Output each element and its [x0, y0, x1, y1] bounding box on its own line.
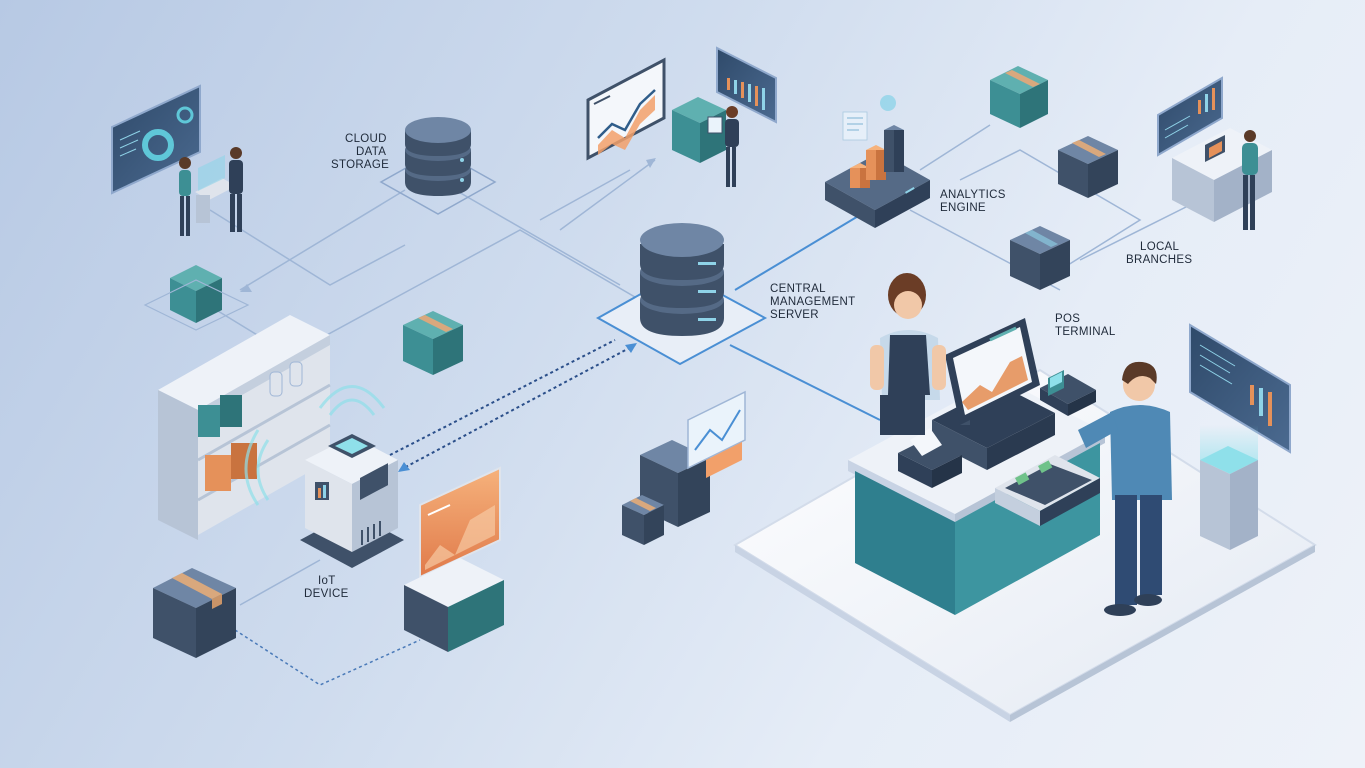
analytics-label-line1: ANALYTICS — [940, 189, 1006, 201]
arrow-head-icon — [398, 462, 410, 472]
arrow-head-icon — [240, 284, 252, 292]
kiosk-stand — [195, 155, 236, 223]
server-stack-icon — [640, 223, 724, 336]
arrow-head-icon — [625, 343, 637, 353]
link-left-box — [199, 229, 641, 356]
analytics-doc-icon — [842, 95, 896, 141]
cloud-platform — [379, 149, 497, 215]
arrow-heads — [240, 158, 656, 472]
cloud-label-line1: CLOUD — [345, 133, 387, 145]
right-branch-scene — [1172, 128, 1272, 230]
iot-device[interactable] — [244, 385, 404, 569]
iot-label: IoT DEVICE — [304, 575, 349, 600]
link-central-to-analytics — [734, 214, 861, 291]
line-chart-icon — [687, 390, 746, 478]
shipping-box-icon — [143, 265, 250, 331]
pos-label-line2: TERMINAL — [1055, 326, 1116, 338]
person-icon — [707, 106, 739, 187]
link-iot-to-central-a — [399, 344, 636, 471]
analytics-label-line2: ENGINE — [940, 202, 986, 214]
pos-label: POS TERMINAL — [1055, 313, 1116, 338]
shipping-boxes — [143, 66, 1118, 658]
link-analytics-to-top-box — [919, 124, 991, 171]
location-pin-icon — [880, 95, 896, 111]
iot-label-line1: IoT — [318, 575, 336, 587]
connection-lines — [199, 124, 1201, 686]
top-chart-scene — [672, 97, 739, 187]
link-iot-bottom — [234, 629, 421, 686]
pos-area — [733, 273, 1317, 722]
line-chart-icon — [586, 57, 666, 161]
link-central-to-pos — [729, 344, 881, 421]
bar-chart-icon — [1157, 76, 1223, 157]
analytics-engine[interactable] — [825, 95, 930, 228]
shipping-box-icon — [1010, 226, 1070, 290]
server-stack-icon — [405, 117, 471, 196]
cloud-data-storage-label: CLOUD DATA STORAGE — [331, 133, 389, 171]
cloud-data-storage[interactable] — [379, 117, 497, 215]
pos-label-line1: POS — [1055, 313, 1080, 325]
iot-label-line2: DEVICE — [304, 588, 349, 600]
wireless-signal-icon — [244, 385, 386, 506]
person-icon — [229, 147, 243, 232]
cloud-label-line2: DATA — [356, 146, 386, 158]
link-cloud-to-central — [437, 179, 621, 286]
link-iot-to-central-b — [389, 339, 616, 456]
person-icon — [179, 157, 191, 236]
link-iot-left — [239, 559, 321, 606]
link-right-branch-2 — [1079, 199, 1201, 261]
analytics-label: ANALYTICS ENGINE — [940, 189, 1006, 214]
shelf-icon — [158, 315, 331, 540]
link-central-to-top-2 — [539, 169, 631, 221]
central-label-line2: MANAGEMENT — [770, 296, 855, 308]
card-reader-icon — [1040, 370, 1096, 416]
central-server-label: CENTRAL MANAGEMENT SERVER — [770, 283, 855, 321]
desk — [1172, 128, 1272, 222]
link-cloud-to-left — [239, 189, 406, 291]
bar-chart-icon — [1189, 323, 1291, 454]
line-chart-icon — [419, 466, 501, 579]
shipping-box-icon — [1058, 136, 1118, 198]
shipping-box-icon — [403, 311, 463, 375]
person-icon — [1078, 361, 1172, 616]
pos-monitor-icon — [932, 318, 1055, 470]
shipping-box-icon — [622, 495, 664, 545]
receipt-printer-icon — [898, 428, 962, 488]
local-label-line2: BRANCHES — [1126, 254, 1192, 266]
link-central-to-top — [559, 159, 656, 231]
tablet-icon — [707, 116, 723, 134]
local-branches-label: LOCAL BRANCHES — [1126, 241, 1192, 266]
central-management-server[interactable] — [595, 223, 768, 366]
central-label-line1: CENTRAL — [770, 283, 826, 295]
person-icon — [870, 273, 946, 435]
iot-sensor-icon — [300, 434, 404, 568]
bar-chart-icon — [716, 46, 777, 124]
left-kiosk-scene — [179, 147, 243, 236]
shipping-box-icon — [990, 66, 1048, 128]
shipping-box-icon — [153, 568, 236, 658]
person-icon — [1242, 130, 1258, 230]
cloud-label-line3: STORAGE — [331, 159, 389, 171]
cash-drawer-icon — [995, 455, 1100, 526]
central-label-line3: SERVER — [770, 309, 819, 321]
bar-chart-icon — [850, 125, 904, 188]
display-stand — [404, 558, 504, 652]
dashboard-screen-icon — [111, 84, 201, 195]
link-left-kiosk — [209, 209, 406, 286]
arrow-head-icon — [646, 158, 656, 168]
local-label-line1: LOCAL — [1140, 241, 1180, 253]
glowing-pedestal — [1200, 425, 1258, 550]
dashboard-screens — [111, 46, 1291, 579]
